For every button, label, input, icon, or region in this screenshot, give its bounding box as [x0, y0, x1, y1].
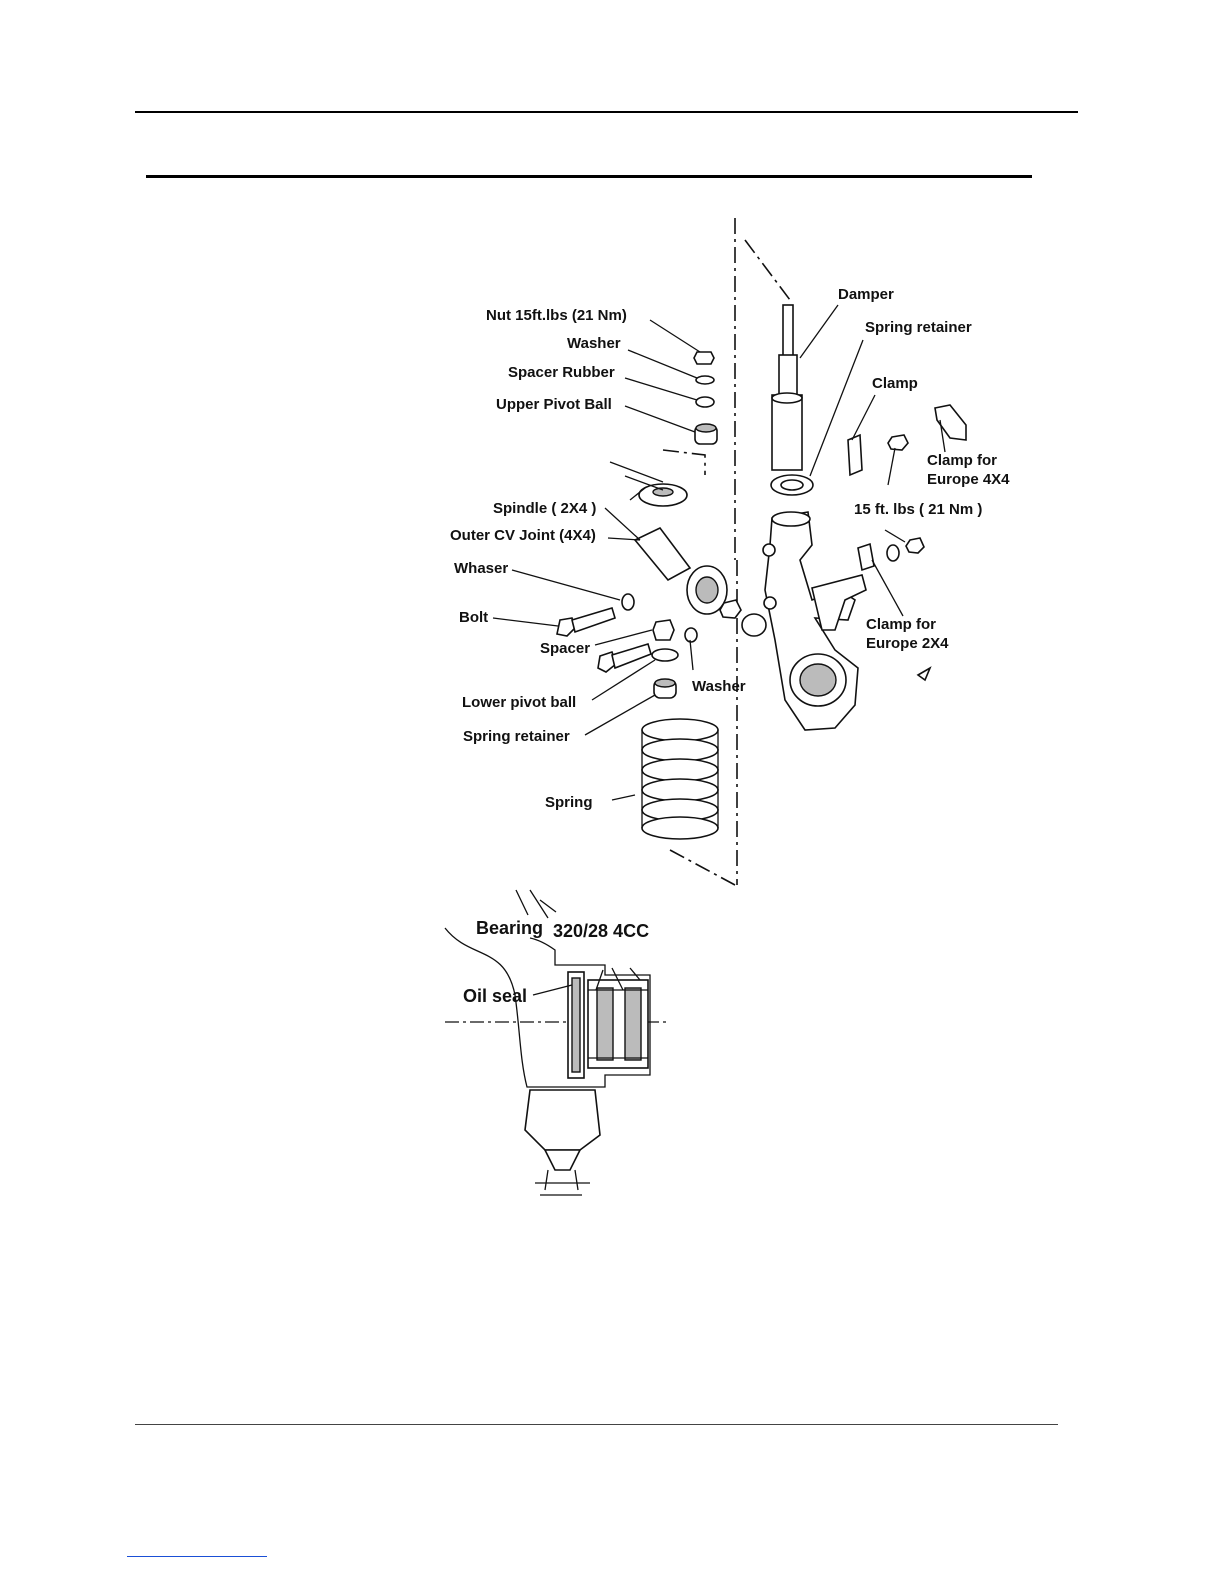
- label-spring: Spring: [545, 794, 593, 811]
- nut-clamp-part: [888, 435, 908, 450]
- clamp-eu-2x4-part: [858, 544, 874, 570]
- label-bolt: Bolt: [459, 609, 488, 626]
- label-whaser: Whaser: [454, 560, 508, 577]
- label-oil-seal: Oil seal: [463, 986, 527, 1006]
- label-spacer-rubber: Spacer Rubber: [508, 364, 615, 381]
- label-spring-retainer-upper: Spring retainer: [865, 319, 972, 336]
- damper-part: [772, 305, 802, 470]
- label-clamp: Clamp: [872, 375, 918, 392]
- clamp-eu-4x4-part: [935, 405, 966, 440]
- label-spring-retainer-lower: Spring retainer: [463, 728, 570, 745]
- bolt-upper-part: [557, 608, 615, 636]
- center-axis-line: [735, 218, 737, 885]
- label-torque-15: 15 ft. lbs ( 21 Nm ): [854, 501, 982, 518]
- spring-axis-line: [670, 850, 735, 885]
- label-clamp-eu-2x4-line1: Clamp for: [866, 616, 936, 633]
- label-washer-mid: Washer: [692, 678, 746, 695]
- label-outer-cv-joint: Outer CV Joint (4X4): [450, 527, 596, 544]
- spindle-part: [635, 528, 690, 580]
- lower-pivot-ball-part: [652, 649, 678, 661]
- label-bearing: Bearing: [476, 918, 543, 938]
- label-spacer: Spacer: [540, 640, 590, 657]
- label-washer-top: Washer: [567, 335, 621, 352]
- label-upper-pivot-ball: Upper Pivot Ball: [496, 396, 612, 413]
- damper-axis-line: [745, 240, 790, 300]
- label-nut: Nut 15ft.lbs (21 Nm): [486, 307, 627, 324]
- clamp-part: [848, 435, 862, 475]
- pivot-axis-line: [663, 450, 705, 475]
- footer-link-underline[interactable]: [127, 1556, 267, 1557]
- footer-rule: [135, 1424, 1058, 1425]
- upper-fasteners-stack: [694, 352, 717, 444]
- label-spindle: Spindle ( 2X4 ): [493, 500, 596, 517]
- label-clamp-eu-2x4-line2: Europe 2X4: [866, 635, 949, 652]
- label-clamp-eu-4x4-line2: Europe 4X4: [927, 471, 1010, 488]
- label-lower-pivot-ball: Lower pivot ball: [462, 694, 576, 711]
- spacer-part: [653, 620, 674, 640]
- label-damper: Damper: [838, 286, 894, 303]
- label-bearing-code: 320/28 4CC: [553, 921, 649, 941]
- whaser-part: [622, 594, 634, 610]
- label-clamp-eu-4x4-line1: Clamp for: [927, 452, 997, 469]
- steering-knuckle-part: [763, 512, 866, 730]
- coil-spring-part: [642, 719, 718, 839]
